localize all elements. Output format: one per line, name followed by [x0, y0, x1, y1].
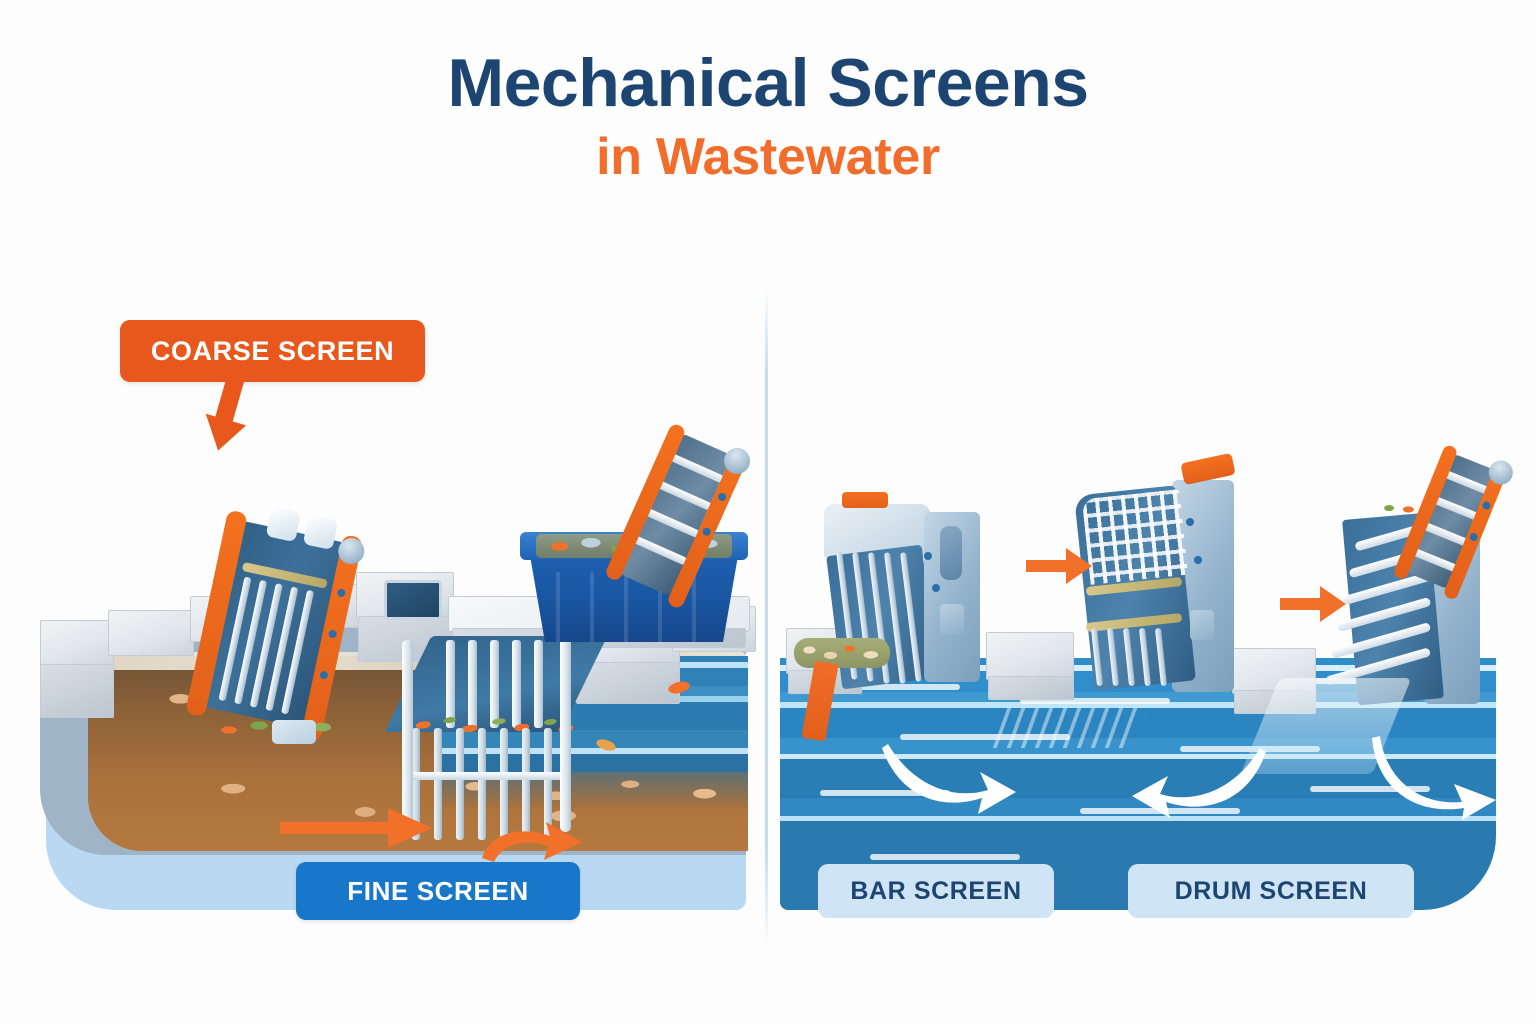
concrete-block: [108, 610, 194, 656]
transfer-arrow-drum-to-step: [1280, 586, 1346, 622]
badge-fine-screen[interactable]: FINE SCREEN: [296, 862, 580, 920]
fine-screen-bar: [544, 728, 552, 840]
fine-screen-bar: [500, 728, 508, 840]
wave-streak: [1310, 786, 1430, 792]
sludge-flow-arrow: [280, 808, 432, 848]
bar-screen-screenings: [794, 638, 890, 668]
fine-screen-bar: [522, 728, 530, 840]
badge-drum-screen[interactable]: DRUM SCREEN: [1128, 864, 1414, 918]
rivet: [1468, 531, 1479, 543]
screened-flow-arrow: [482, 822, 582, 862]
concrete-block: [40, 664, 114, 718]
transfer-arrow-bar-to-drum: [1026, 548, 1092, 584]
wave-streak: [820, 790, 950, 796]
screenings-dumpster: [520, 422, 755, 644]
fine-screen-bar: [478, 728, 486, 840]
water-flow-arrow-right: [882, 744, 1016, 814]
floating-debris-block: [272, 720, 316, 744]
dumpster-rib: [624, 572, 628, 642]
drum-screen-control-box: [1190, 610, 1214, 640]
fine-screen-slat: [468, 640, 477, 728]
rivet: [1481, 500, 1492, 511]
fine-screen-captured-debris: [398, 710, 586, 740]
step-screen-captured-debris: [1378, 498, 1424, 520]
right-panel-bar-drum: [772, 420, 1517, 910]
rivet: [319, 670, 329, 680]
rivet: [1194, 556, 1202, 564]
dumpster-rib: [692, 572, 696, 642]
fine-screen-slat: [512, 640, 521, 728]
wave-streak: [840, 684, 960, 690]
left-panel-coarse-fine: [40, 420, 766, 910]
bar-screen-top-marker: [842, 492, 888, 508]
title-block: Mechanical Screens in Wastewater: [0, 45, 1536, 187]
rivet: [924, 552, 932, 560]
fine-screen-cross-brace: [406, 772, 568, 780]
drum-screen-machine: [1060, 452, 1260, 692]
badge-bar-label: BAR SCREEN: [850, 876, 1022, 905]
rivet: [1186, 518, 1194, 526]
coarse-badge-pointer-arrow: [205, 378, 247, 451]
dumpster-rib: [556, 572, 560, 642]
bar-screen-machine: [812, 486, 1002, 690]
fine-screen-slat: [490, 640, 499, 728]
page-subtitle: in Wastewater: [596, 128, 940, 187]
fine-screen-machine: [384, 636, 608, 846]
rivet: [932, 584, 940, 592]
badge-coarse-label: COARSE SCREEN: [150, 335, 395, 366]
badge-coarse-screen[interactable]: COARSE SCREEN: [120, 320, 425, 382]
page-title: Mechanical Screens: [447, 45, 1089, 121]
rivet: [716, 491, 728, 503]
bar-screen-motor-cover: [940, 526, 962, 580]
rivet: [701, 526, 712, 538]
fine-screen-frame: [560, 636, 571, 832]
dumpster-rib: [658, 572, 662, 642]
badge-fine-label: FINE SCREEN: [347, 875, 529, 906]
wave-streak: [900, 734, 1070, 740]
illustration-scene: [0, 270, 1536, 948]
rivet: [327, 629, 338, 639]
fine-screen-bar: [434, 728, 442, 840]
drum-screen-mesh: [1081, 489, 1189, 585]
water-flow-arrow-down-right: [1372, 736, 1496, 820]
fine-screen-bar: [412, 728, 420, 840]
channel-outlet-port: [384, 580, 442, 620]
fine-screen-bar: [456, 728, 464, 840]
concrete-block: [576, 662, 680, 704]
wave-streak: [870, 854, 1020, 860]
dumpster-rib: [590, 572, 594, 642]
wave-streak: [1020, 698, 1170, 704]
step-screen-machine: [1320, 443, 1517, 706]
badge-drum-label: DRUM SCREEN: [1174, 876, 1368, 905]
panel-divider: [765, 288, 768, 948]
fine-screen-slat: [446, 640, 455, 728]
rivet: [336, 588, 347, 598]
coarse-screen-head-plate: [265, 506, 302, 543]
badge-bar-screen[interactable]: BAR SCREEN: [818, 864, 1054, 918]
bar-screen-control-box: [940, 604, 964, 634]
concrete-block: [40, 620, 114, 668]
fine-screen-frame: [402, 640, 413, 836]
water-flow-arrow-left: [1132, 748, 1266, 818]
coarse-screen-head-plate: [302, 514, 339, 551]
concrete-block: [988, 676, 1074, 700]
fine-screen-slat: [534, 640, 543, 728]
